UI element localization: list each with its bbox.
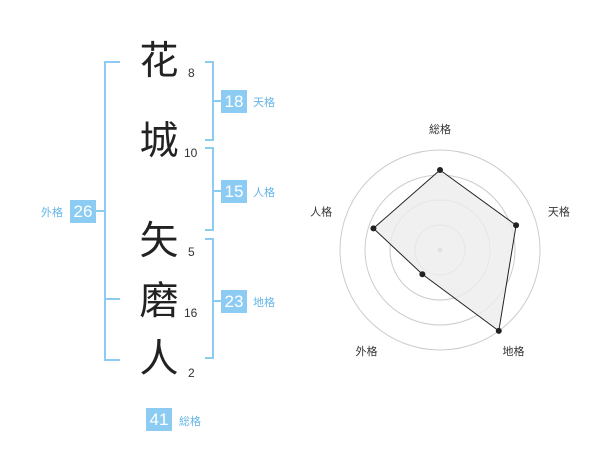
tenkaku-value-badge: 18 bbox=[221, 90, 247, 113]
radar-axis-label-3: 地格 bbox=[502, 344, 524, 358]
radar-axis-label-4: 外格 bbox=[356, 344, 378, 358]
gaikaku-label: 外格 bbox=[41, 206, 63, 219]
gaikaku-value-badge: 26 bbox=[70, 200, 96, 223]
radar-shape bbox=[372, 169, 517, 332]
radar-point-3 bbox=[495, 327, 502, 334]
radar-points bbox=[370, 167, 520, 334]
radar-axis-label-1: 総格 bbox=[429, 122, 451, 136]
stroke-count-4: 16 bbox=[184, 306, 198, 320]
name-char-3: 矢 bbox=[139, 219, 179, 264]
stroke-count-3: 5 bbox=[188, 245, 195, 259]
chikaku-label: 地格 bbox=[253, 296, 275, 309]
chikaku-bracket bbox=[205, 238, 214, 359]
jinkaku-label: 人格 bbox=[253, 186, 275, 199]
chikaku-value-badge: 23 bbox=[221, 290, 247, 313]
radar-point-1 bbox=[437, 167, 443, 173]
radar-ring bbox=[339, 149, 541, 351]
name-char-2: 城 bbox=[139, 119, 179, 164]
radar-axis-label-2: 天格 bbox=[548, 204, 570, 218]
soukaku-value-badge: 41 bbox=[146, 408, 172, 431]
stroke-count-1: 8 bbox=[188, 66, 195, 80]
radar-point-5 bbox=[370, 225, 377, 232]
radar-point-2 bbox=[513, 222, 520, 229]
soukaku-label: 総格 bbox=[179, 415, 201, 428]
stroke-count-5: 2 bbox=[188, 366, 195, 380]
stroke-count-2: 10 bbox=[184, 146, 198, 160]
jinkaku-value-badge: 15 bbox=[221, 180, 247, 203]
name-char-4: 磨 bbox=[139, 279, 179, 324]
tenkaku-label: 天格 bbox=[253, 96, 275, 109]
radar-axis-label-5: 人格 bbox=[310, 204, 332, 218]
jinkaku-bracket bbox=[205, 147, 214, 231]
name-char-1: 花 bbox=[139, 39, 179, 84]
name-char-5: 人 bbox=[139, 337, 179, 382]
radar-point-4 bbox=[419, 271, 426, 278]
